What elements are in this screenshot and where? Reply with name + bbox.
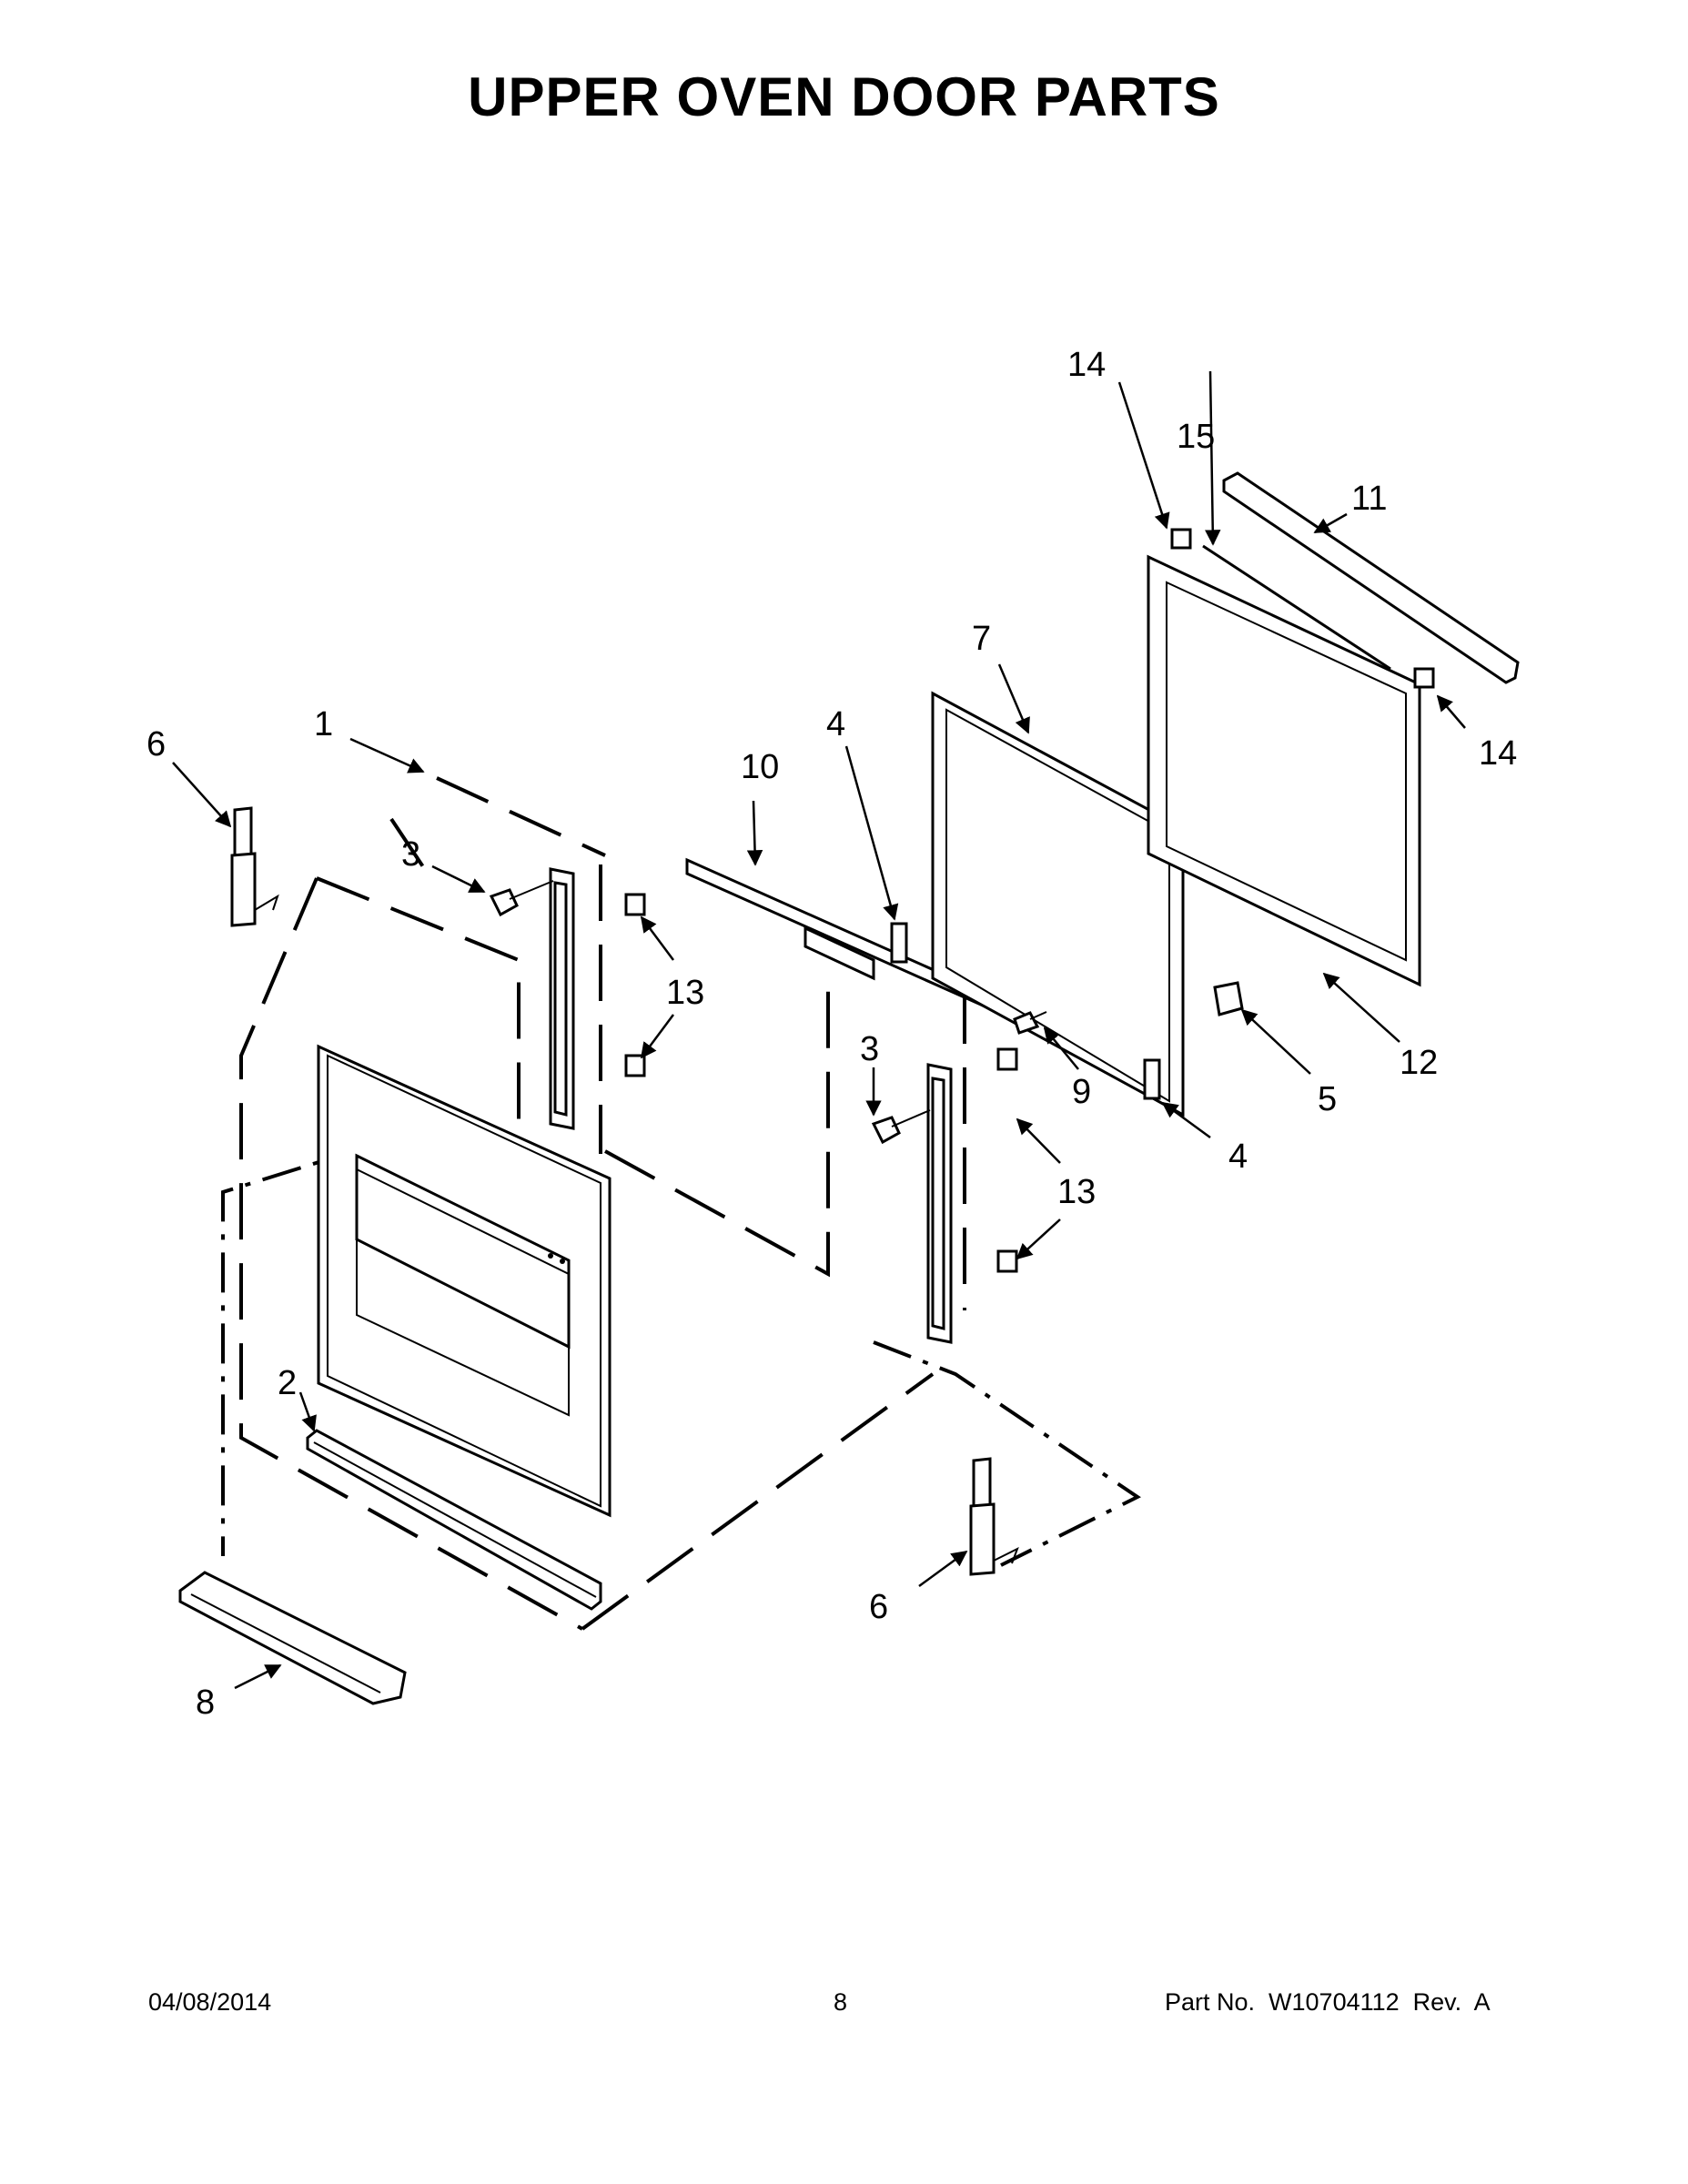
- part-2-door-trim: [306, 1429, 602, 1611]
- footer-part-number: Part No. W10704112 Rev. A: [1165, 1988, 1491, 2016]
- callout-13-lower: 13: [1057, 1173, 1096, 1211]
- callout-4-upper: 4: [826, 705, 845, 743]
- part-7-inner-glass-frame: [931, 691, 1185, 1117]
- callout-7: 7: [972, 620, 991, 658]
- part-8-door-handle: [178, 1571, 407, 1705]
- callout-9: 9: [1072, 1073, 1091, 1111]
- footer-page-number: 8: [834, 1988, 848, 2016]
- callout-14-lower: 14: [1479, 734, 1517, 773]
- part-11-top-bracket: [1222, 471, 1520, 684]
- leader-lines: [172, 370, 1466, 1690]
- part-6-hinge-left: [230, 806, 279, 927]
- callout-10: 10: [741, 748, 779, 786]
- part-hinge-bracket-right: [871, 1063, 953, 1344]
- callout-2: 2: [278, 1364, 297, 1402]
- callout-6-left: 6: [147, 725, 166, 763]
- part-12-door-glass: [1147, 554, 1421, 987]
- callout-13-upper: 13: [666, 974, 704, 1012]
- page-title: UPPER OVEN DOOR PARTS: [468, 66, 1220, 127]
- callout-1: 1: [314, 705, 333, 743]
- part-9-screw: [1013, 1011, 1047, 1035]
- callout-12: 12: [1400, 1044, 1438, 1082]
- part-1-outer-door-panel: [317, 1044, 612, 1518]
- part-15-gasket-strip: [1202, 544, 1391, 671]
- callout-3-right: 3: [860, 1030, 879, 1068]
- part-4-spacers: [890, 922, 1161, 1100]
- footer-date: 04/08/2014: [148, 1988, 272, 2016]
- part-hinge-bracket-left: [489, 867, 575, 1130]
- callout-15: 15: [1177, 418, 1215, 456]
- callout-14-upper: 14: [1067, 346, 1106, 384]
- callout-11: 11: [1351, 480, 1387, 518]
- callout-labels: 1 2 3 3 4 4 5 6 6 7 8 9 10 11 12 13 13 1…: [147, 346, 1517, 1722]
- part-5-bumper: [1213, 981, 1244, 1016]
- callout-8: 8: [196, 1684, 215, 1722]
- callout-5: 5: [1318, 1080, 1337, 1118]
- callout-3-left: 3: [401, 835, 420, 874]
- assembly-outlines: [221, 776, 1141, 1631]
- callout-6-right: 6: [869, 1588, 888, 1626]
- callout-4-lower: 4: [1228, 1138, 1248, 1176]
- part-6-hinge-right: [969, 1457, 1019, 1576]
- part-13-clips: [624, 893, 1018, 1273]
- part-14-pads: [1170, 528, 1435, 689]
